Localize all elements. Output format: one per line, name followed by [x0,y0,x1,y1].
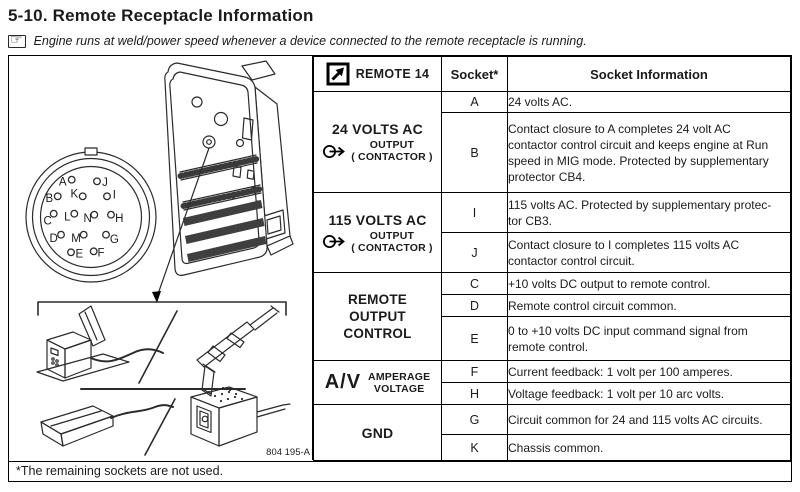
group-subtitle: OUTPUT [369,139,415,151]
pin-label: M [71,233,81,245]
info-cell: Chassis common. [507,434,791,461]
pointing-hand-icon: ☞ [8,33,26,48]
figure-panel: A J K I B C L N H D M G E [9,56,313,460]
table-header-row: REMOTE 14 Socket* Socket Information [313,56,791,92]
info-cell: Current feedback: 1 volt per 100 amperes… [507,360,791,383]
info-cell: 24 volts AC. [507,91,791,113]
pin-label: H [115,213,123,225]
output-contactor-icon [323,235,346,248]
info-cell: 0 to +10 volts DC input command signal f… [507,316,791,361]
pin-label: E [75,249,83,261]
figure-and-table: A J K I B C L N H D M G E [8,55,792,482]
group-subtitle: AMPERAGE [368,370,431,383]
group-title: 24 VOLTS AC [332,121,423,137]
pin-label: D [50,233,58,245]
pin-label: B [45,193,53,205]
socket-cell: J [441,232,508,273]
separator-slash [144,398,176,456]
group-gnd-cell: GND [313,404,442,461]
info-cell: Remote control circuit common. [507,294,791,317]
group-av-cell: A/V AMPERAGE VOLTAGE [313,360,442,405]
footnote: *The remaining sockets are not used. [9,461,791,481]
machine-drawing [164,60,294,276]
figure-number: 804 195-A [266,447,311,458]
pin-label: L [64,211,71,223]
remote-box-drawing [36,305,164,382]
table-row: J Contact closure to I completes 115 vol… [314,232,791,273]
group-title: GND [361,424,394,441]
manual-page: 5-10. Remote Receptacle Information ☞ En… [0,6,800,482]
foot-pedal-drawing [40,404,174,447]
remote-label: REMOTE 14 [355,67,430,81]
socket-cell: A [441,91,508,113]
info-cell: Contact closure to I completes 115 volts… [507,232,791,273]
socket-cell: K [441,434,508,461]
table-row: 115 VOLTS AC OUTPUT ( CONTACTOR ) I 115 … [313,192,791,273]
separator-slash [138,310,178,384]
pin-label: F [97,247,104,259]
group-title: A/V [324,371,362,393]
socket-cell: G [441,404,508,435]
table-row: B Contact closure to A completes 24 volt… [314,112,791,193]
connector-diagram: A J K I B C L N H D M G E [25,147,157,283]
info-cell: 115 volts AC. Protected by supplementary… [507,192,791,233]
socket-cell: C [441,272,508,295]
note-text: Engine runs at weld/power speed whenever… [33,34,587,48]
info-cell: Contact closure to A completes 24 volt A… [507,112,791,193]
socket-column-header: Socket* [441,56,508,92]
device-bracket [37,301,287,316]
pin-label: I [113,190,116,202]
info-cell: Circuit common for 24 and 115 volts AC c… [507,404,791,435]
remote-receptacle-icon [326,62,350,86]
leader-arrow [152,147,210,303]
socket-cell: B [441,112,508,193]
pin-label: K [70,189,78,201]
pin-label: G [110,234,119,246]
table-row: 24 VOLTS AC OUTPUT ( CONTACTOR ) A 24 vo… [313,91,791,193]
foot-control-drawing [190,386,291,447]
group-remote-output-cell: REMOTE OUTPUT CONTROL [313,272,442,361]
socket-cell: I [441,192,508,233]
pin-label: A [59,176,67,188]
info-cell: +10 volts DC output to remote control. [507,272,791,295]
pin-label: N [84,213,92,225]
socket-cell: D [441,294,508,317]
pin-label: J [102,177,108,189]
table-row: D Remote control circuit common. [314,294,791,317]
socket-cell: E [441,316,508,361]
pin-label: C [44,215,52,227]
group-subtitle: ( CONTACTOR ) [351,241,433,254]
socket-info-table: REMOTE 14 Socket* Socket Information 24 … [313,56,791,461]
output-contactor-icon [323,144,346,158]
info-column-header: Socket Information [507,56,791,92]
table-row: REMOTE OUTPUT CONTROL C +10 volts DC out… [313,272,791,361]
note: ☞ Engine runs at weld/power speed whenev… [8,33,800,48]
remote-header-cell: REMOTE 14 [313,56,442,92]
socket-cell: H [441,382,508,405]
group-title: 115 VOLTS AC [328,211,427,228]
torch-drawing [196,305,280,397]
table-row: K Chassis common. [314,434,791,461]
socket-cell: F [441,360,508,383]
table-row: GND G Circuit common for 24 and 115 volt… [313,404,791,461]
figure-drawing: A J K I B C L N H D M G E [25,60,311,458]
group-subtitle: ( CONTACTOR ) [351,151,433,163]
table-row: A/V AMPERAGE VOLTAGE F Current feedback:… [313,360,791,405]
group-subtitle: VOLTAGE [373,382,425,395]
group-subtitle: OUTPUT [369,229,415,242]
group-115vac-cell: 115 VOLTS AC OUTPUT ( CONTACTOR ) [313,192,442,273]
group-24vac-cell: 24 VOLTS AC OUTPUT ( CONTACTOR ) [313,91,442,193]
info-cell: Voltage feedback: 1 volt per 10 arc volt… [507,382,791,405]
page-title: 5-10. Remote Receptacle Information [8,6,314,25]
group-title: REMOTE OUTPUT CONTROL [343,292,412,341]
